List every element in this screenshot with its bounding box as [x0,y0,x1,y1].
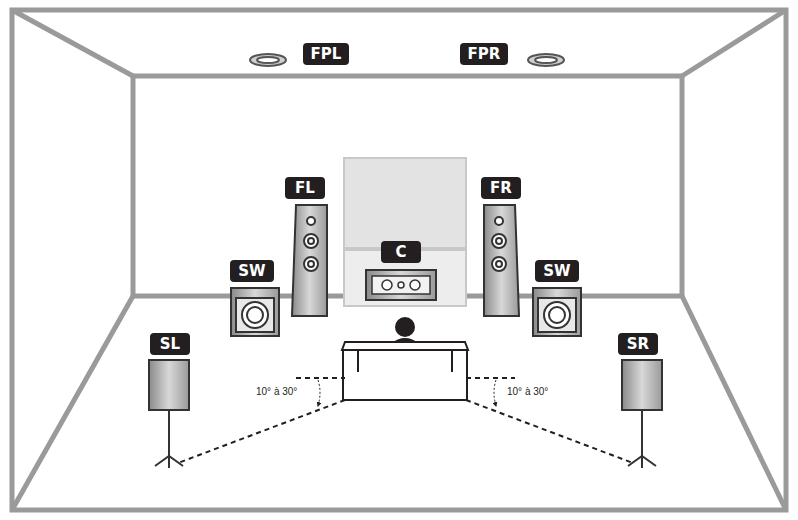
speaker-label: FL [293,179,317,197]
center-speaker [366,270,436,300]
angle-guide [178,378,633,463]
speaker-tag: C [381,241,421,263]
speaker-label: C [389,243,413,261]
speaker-tag: SL [150,333,190,355]
speaker-label: FPL [311,45,342,63]
surround-speaker [149,360,662,468]
speaker-label: SR [626,335,650,353]
ceiling-speaker [250,54,564,66]
speaker-tag: SW [230,260,273,282]
speaker-tag: SW [535,260,578,282]
angle-arc [318,380,496,406]
sofa [342,342,468,400]
front-tower-speaker [292,205,519,316]
speaker-label: SL [158,335,182,353]
speaker-label: FPR [468,45,501,63]
speaker-label: SW [543,262,570,280]
angle-label: 10° à 30° [255,386,298,397]
speaker-tag: FL [285,177,325,199]
speaker-tag: FPR [460,43,509,65]
speaker-tag: FPL [303,43,350,65]
speaker-label: FR [489,179,513,197]
angle-label: 10° à 30° [506,386,549,397]
tv-screen [344,158,466,248]
speaker-label: SW [238,262,265,280]
speaker-tag: SR [618,333,658,355]
room-outline [12,10,786,510]
speaker-tag: FR [481,177,521,199]
subwoofer [231,288,581,336]
